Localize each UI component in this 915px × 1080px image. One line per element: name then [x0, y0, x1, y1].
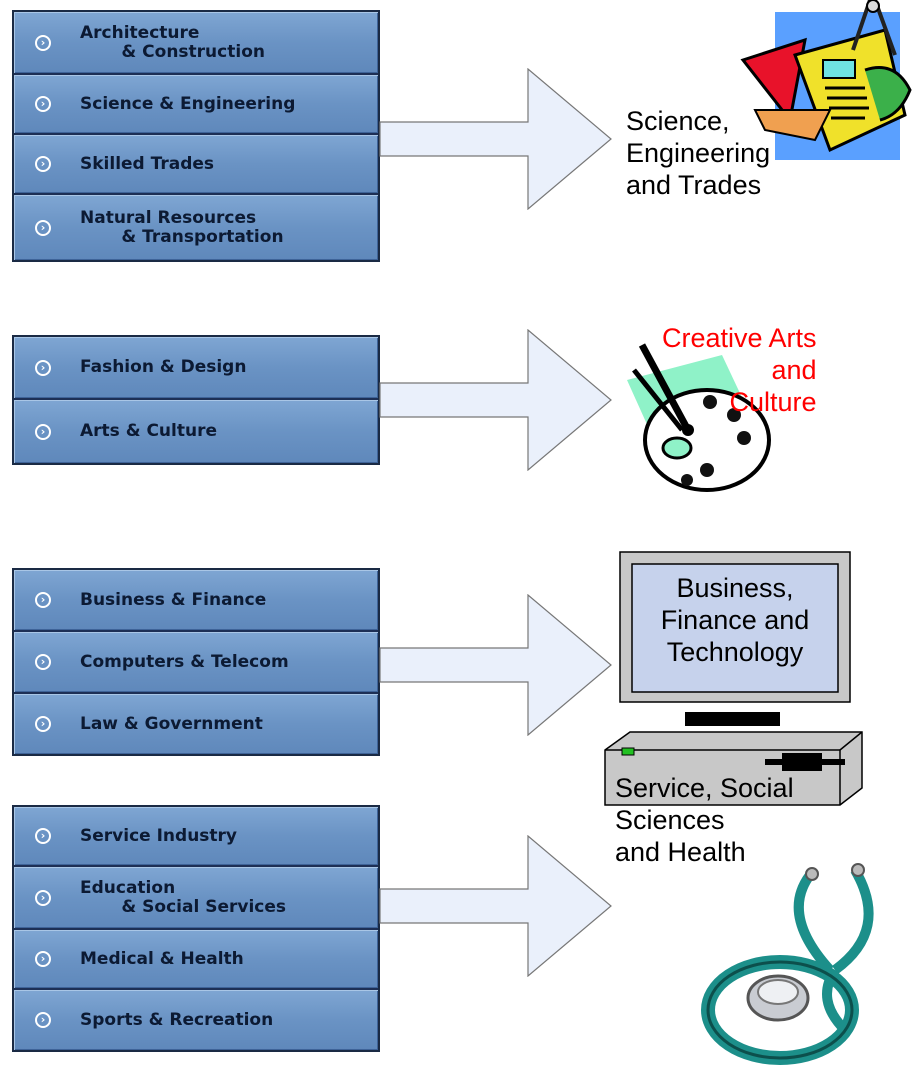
label-creative-arts-culture: Creative Arts and Culture [662, 323, 817, 417]
button-label: Arts & Culture [80, 421, 217, 441]
button-medical-health[interactable]: › Medical & Health [14, 930, 378, 990]
button-label: Education & Social Services [80, 877, 287, 917]
button-label: Sports & Recreation [80, 1009, 274, 1030]
drafting-tools-icon [740, 0, 912, 160]
computer-icon [604, 551, 863, 806]
arrow-circle-icon: › [35, 592, 51, 608]
button-computers-telecom[interactable]: › Computers & Telecom [14, 632, 378, 694]
button-label: Skilled Trades [80, 153, 215, 174]
arrow-circle-icon: › [35, 716, 51, 732]
button-arts-culture[interactable]: › Arts & Culture [14, 400, 378, 463]
arrow-circle-icon: › [35, 34, 51, 51]
button-label: Fashion & Design [80, 357, 247, 377]
button-business-finance[interactable]: › Business & Finance [14, 570, 378, 632]
block-arrow-2 [379, 329, 612, 471]
arrow-circle-icon: › [35, 654, 51, 670]
block-arrow-3 [379, 594, 612, 736]
arrow-circle-icon: › [35, 219, 51, 236]
group-creative: › Fashion & Design › Arts & Culture [12, 335, 380, 465]
group-service: › Service Industry › Education & Social … [12, 805, 380, 1052]
button-service-industry[interactable]: › Service Industry [14, 807, 378, 867]
block-arrow-1 [379, 68, 612, 210]
arrow-circle-icon: › [35, 423, 51, 440]
stethoscope-icon [701, 863, 874, 1065]
button-label: Law & Government [80, 713, 263, 734]
label-science-engineering-trades: Science, Engineering and Trades [626, 106, 771, 200]
button-label: Service Industry [80, 825, 238, 846]
arrow-circle-icon: › [35, 828, 51, 844]
label-service-social-health: Service, Social Sciences and Health [615, 773, 794, 867]
button-label: Computers & Telecom [80, 651, 289, 672]
arrow-circle-icon: › [35, 359, 51, 376]
arrow-circle-icon: › [35, 156, 51, 172]
arrow-circle-icon: › [35, 1012, 51, 1028]
button-science-engineering[interactable]: › Science & Engineering [14, 75, 378, 135]
label-business-finance-technology: Business, Finance and Technology [660, 573, 810, 667]
arrow-circle-icon: › [35, 951, 51, 967]
button-law-government[interactable]: › Law & Government [14, 694, 378, 754]
button-skilled-trades[interactable]: › Skilled Trades [14, 135, 378, 195]
paint-palette-icon [627, 343, 771, 492]
arrow-circle-icon: › [35, 96, 51, 112]
button-label: Science & Engineering [80, 93, 296, 114]
arrow-circle-icon: › [35, 889, 51, 906]
button-label: Architecture & Construction [80, 22, 265, 62]
button-label: Natural Resources & Transportation [80, 207, 284, 247]
button-label: Medical & Health [80, 948, 244, 969]
block-arrow-4 [379, 835, 612, 977]
button-label: Business & Finance [80, 589, 267, 610]
button-fashion-design[interactable]: › Fashion & Design [14, 337, 378, 400]
group-science: › Architecture & Construction › Science … [12, 10, 380, 262]
button-education-social[interactable]: › Education & Social Services [14, 867, 378, 930]
group-business: › Business & Finance › Computers & Telec… [12, 568, 380, 756]
button-architecture[interactable]: › Architecture & Construction [14, 12, 378, 75]
button-natural-resources[interactable]: › Natural Resources & Transportation [14, 195, 378, 260]
button-sports-recreation[interactable]: › Sports & Recreation [14, 990, 378, 1050]
